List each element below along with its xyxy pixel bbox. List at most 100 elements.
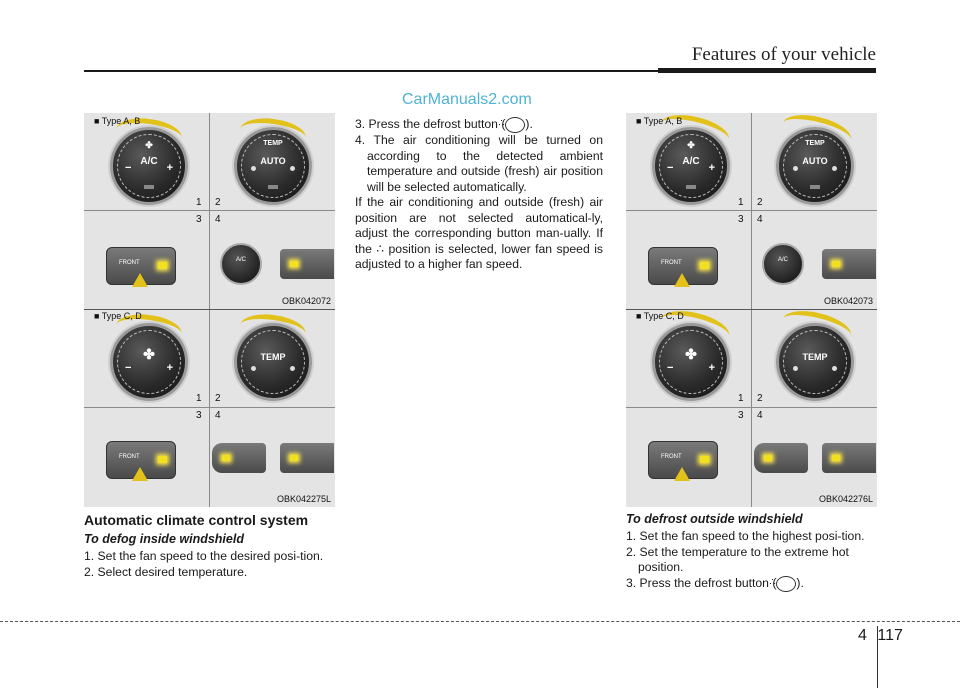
fan-knob: ✤ − +: [110, 323, 188, 401]
temp-label: TEMP: [263, 140, 283, 147]
fan-icon: ✤: [143, 346, 155, 362]
fan-icon: ✤: [145, 140, 153, 150]
knob-ring: [117, 330, 181, 394]
minus-label: −: [125, 362, 132, 374]
type-label: ■ Type A, B: [94, 116, 141, 126]
header-rule: [84, 70, 658, 72]
middle-column: 3. Press the defrost button (). 4. The a…: [355, 117, 603, 273]
divider: [84, 210, 335, 211]
recirc-button: [822, 443, 876, 473]
type-label: ■ Type C, D: [636, 311, 684, 321]
plus-label: +: [166, 162, 173, 174]
step-4: 4. The air conditioning will be turned o…: [355, 133, 603, 194]
figure-code: OBK042275L: [276, 494, 331, 504]
ac-button: [754, 443, 808, 473]
led: [700, 262, 709, 269]
ac-small-knob: A/C: [220, 243, 262, 285]
temp-knob: TEMP: [776, 323, 854, 401]
defrost-steps: 1. Set the fan speed to the highest posi…: [626, 529, 878, 592]
indicator: [810, 185, 820, 189]
led: [764, 455, 772, 461]
fan-knob: ✤ − +: [652, 323, 730, 401]
step-1: 1. Set the fan speed to the highest posi…: [626, 529, 865, 543]
left-figure: ■ Type A, B ✤ A/C − + TEMP AUTO 1 2 3 4 …: [84, 113, 335, 507]
footer-rule: [0, 621, 960, 622]
figure-code: OBK042072: [281, 296, 331, 306]
knob-ring: [659, 330, 723, 394]
temp-knob: TEMP AUTO: [234, 127, 312, 205]
indicator-dot: [832, 366, 837, 371]
page-number-value: 117: [877, 627, 903, 644]
indicator: [686, 185, 696, 189]
plus-label: +: [166, 362, 173, 374]
figure-code: OBK042276L: [818, 494, 873, 504]
step-3: 3. Press the defrost button ().: [626, 575, 878, 592]
temp-label: TEMP: [805, 140, 825, 147]
callout-1: 1: [196, 393, 202, 404]
minus-label: −: [667, 162, 674, 174]
plus-label: +: [708, 162, 715, 174]
callout-1: 1: [738, 197, 744, 208]
callout-4: 4: [215, 214, 221, 225]
indicator-dot: [793, 366, 798, 371]
watermark[interactable]: CarManuals2.com: [402, 91, 532, 108]
divider: [626, 309, 877, 310]
fan-knob: ✤ A/C − +: [652, 127, 730, 205]
ac-label: A/C: [682, 156, 700, 167]
step-3-end: ).: [525, 117, 533, 132]
callout-2: 2: [215, 393, 221, 404]
up-arrow: [132, 467, 148, 481]
callout-2: 2: [215, 197, 221, 208]
auto-label: AUTO: [802, 156, 828, 166]
minus-label: −: [125, 162, 132, 174]
led: [290, 261, 298, 267]
step-2: 2. Select desired temperature.: [84, 564, 248, 579]
knob-ring: [241, 134, 305, 198]
recirc-button: [280, 249, 334, 279]
indicator-dot: [251, 366, 256, 371]
led: [832, 261, 840, 267]
minus-label: −: [667, 362, 674, 374]
steps-list: 1. Set the fan speed to the desired posi…: [84, 549, 334, 580]
knob-ring: [117, 134, 181, 198]
indicator-dot: [251, 166, 256, 171]
temp-label: TEMP: [802, 352, 828, 362]
divider: [626, 210, 877, 211]
led: [832, 455, 840, 461]
ac-label: A/C: [140, 156, 158, 167]
led: [700, 456, 709, 463]
fan-icon: ✤: [685, 346, 697, 362]
callout-4: 4: [757, 214, 763, 225]
indicator-dot: [290, 166, 295, 171]
subheading: To defrost outside windshield: [626, 512, 803, 526]
type-label: ■ Type A, B: [636, 116, 683, 126]
page-number: 4 117: [858, 627, 903, 645]
right-figure: ■ Type A, B ✤ A/C − + TEMP AUTO 1 2 3 4 …: [626, 113, 877, 507]
divider: [209, 113, 210, 507]
defrost-icon: [776, 575, 797, 592]
step-3: 3. Press the defrost button ().: [355, 117, 603, 133]
page-divider: [877, 626, 878, 688]
chapter-number: 4: [858, 627, 867, 644]
indicator-dot: [832, 166, 837, 171]
defrost-icon: [505, 117, 526, 133]
defrost-icon: ∴: [376, 241, 385, 256]
header-rule-thick: [658, 68, 876, 73]
ac-label: A/C: [235, 257, 246, 263]
manual-note-end: position is selected, lower fan speed is…: [355, 241, 603, 272]
led: [290, 455, 298, 461]
callout-1: 1: [196, 197, 202, 208]
temp-knob: TEMP: [234, 323, 312, 401]
indicator: [144, 185, 154, 189]
knob-ring: [783, 330, 847, 394]
callout-3: 3: [738, 410, 744, 421]
callout-2: 2: [757, 197, 763, 208]
up-arrow: [132, 273, 148, 287]
figure-code: OBK042073: [823, 296, 873, 306]
subheading: To defog inside windshield: [84, 532, 244, 546]
auto-label: AUTO: [260, 156, 286, 166]
up-arrow: [674, 273, 690, 287]
section-heading: Automatic climate control system: [84, 512, 309, 528]
temp-label: TEMP: [260, 352, 286, 362]
front-label: FRONT: [119, 454, 140, 460]
